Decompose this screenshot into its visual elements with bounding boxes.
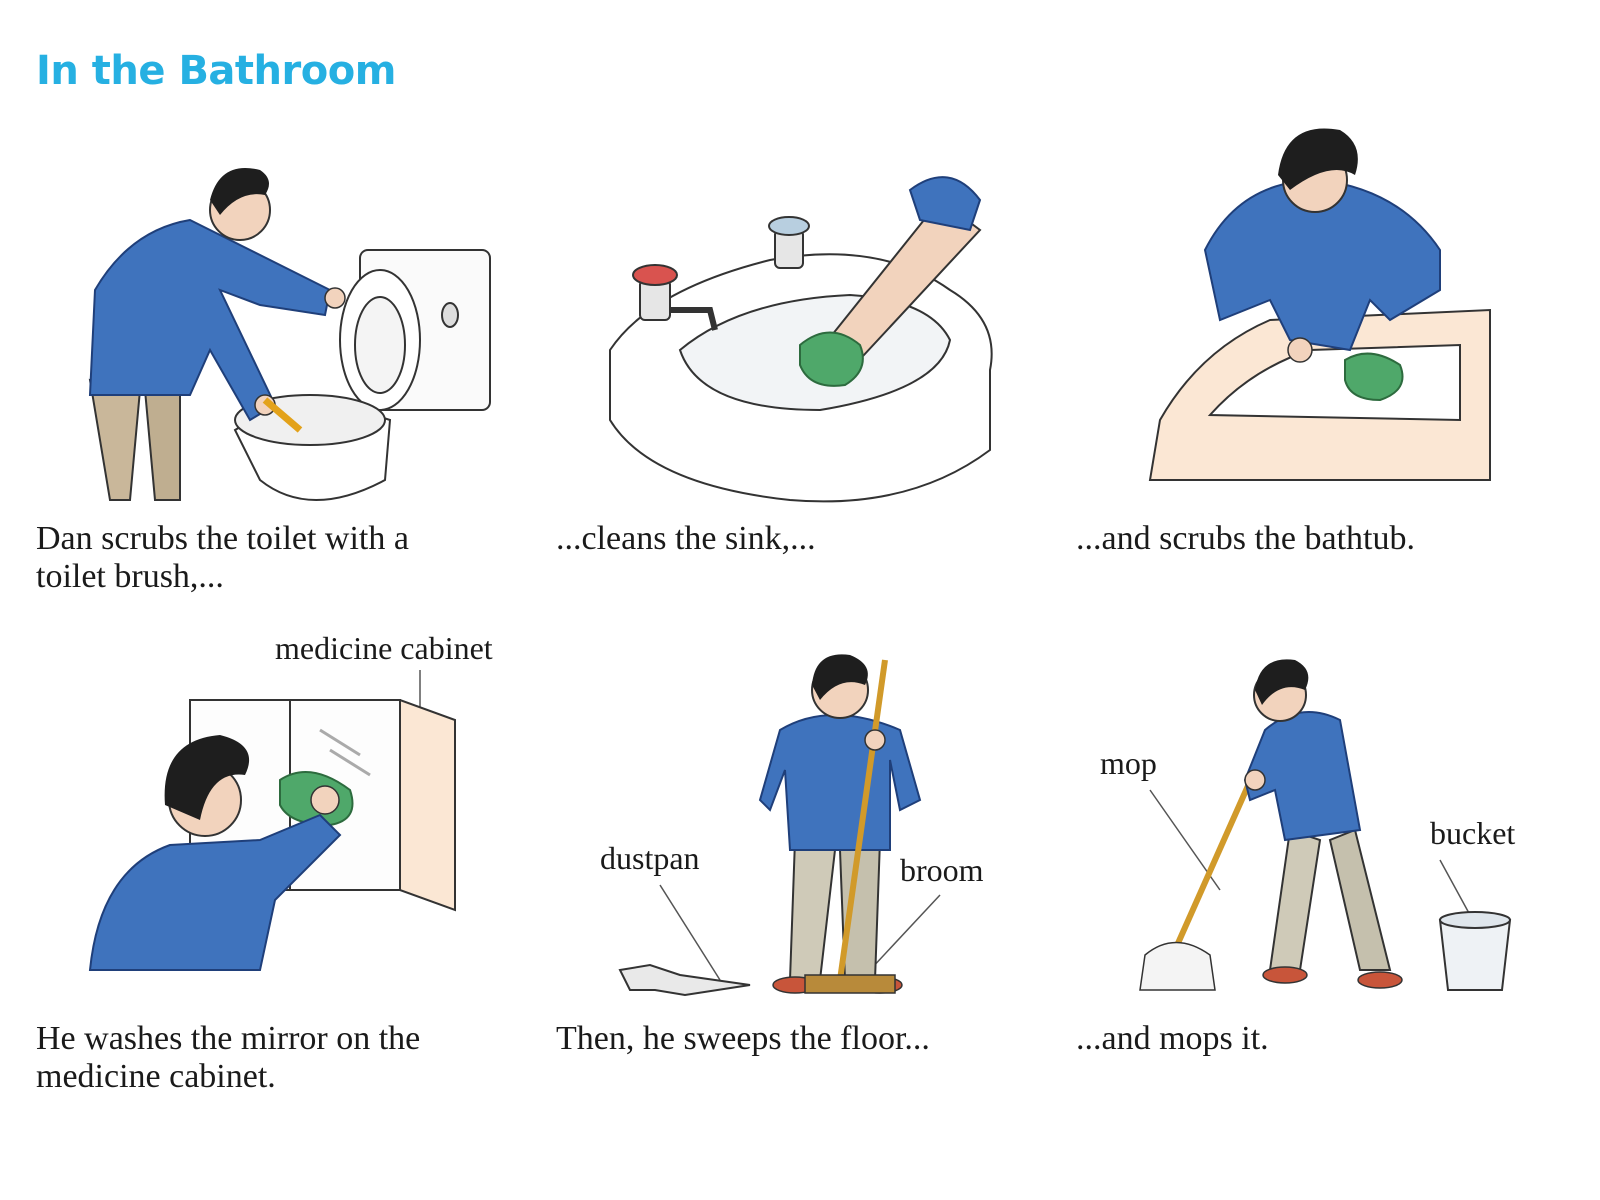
toilet-caption-line2: toilet brush,... [36,558,224,595]
medicine-cabinet-label: medicine cabinet [275,630,493,666]
mopping-caption: ...and mops it. [1076,1020,1269,1057]
mopping-icon [1139,659,1512,991]
mirror-washing-icon [88,670,456,971]
mirror-caption-line2: medicine cabinet. [36,1058,276,1095]
bucket-label: bucket [1430,815,1516,851]
sweeping-caption: Then, he sweeps the floor... [556,1020,930,1057]
sink-caption: ...cleans the sink,... [556,520,816,557]
page-title: In the Bathroom [36,48,396,94]
mirror-caption-line1: He washes the mirror on the [36,1020,421,1057]
dustpan-label: dustpan [600,840,700,876]
mirror-panel: medicine cabinet He washes the mirror on… [36,630,540,1095]
mirror-caption: He washes the mirror on the medicine cab… [36,1020,516,1096]
sink-panel: ...cleans the sink,... [556,120,1070,557]
mopping-panel: mop bucket ...and mops it. [1076,640,1590,1060]
toilet-scrubbing-icon [88,168,491,501]
bathtub-caption: ...and scrubs the bathtub. [1076,520,1415,557]
sink-cleaning-icon [609,176,993,503]
sweeping-icon [618,654,941,997]
broom-label: broom [900,852,984,888]
toilet-caption-line1: Dan scrubs the toilet with a [36,520,409,557]
sweeping-panel: dustpan broom Then, he sweeps the floor.… [556,640,1070,1060]
mop-label: mop [1100,745,1157,781]
toilet-caption: Dan scrubs the toilet with a toilet brus… [36,520,516,596]
bathtub-scrubbing-icon [1148,128,1491,481]
bathtub-panel: ...and scrubs the bathtub. [1076,120,1590,557]
toilet-panel: Dan scrubs the toilet with a toilet brus… [36,120,540,595]
